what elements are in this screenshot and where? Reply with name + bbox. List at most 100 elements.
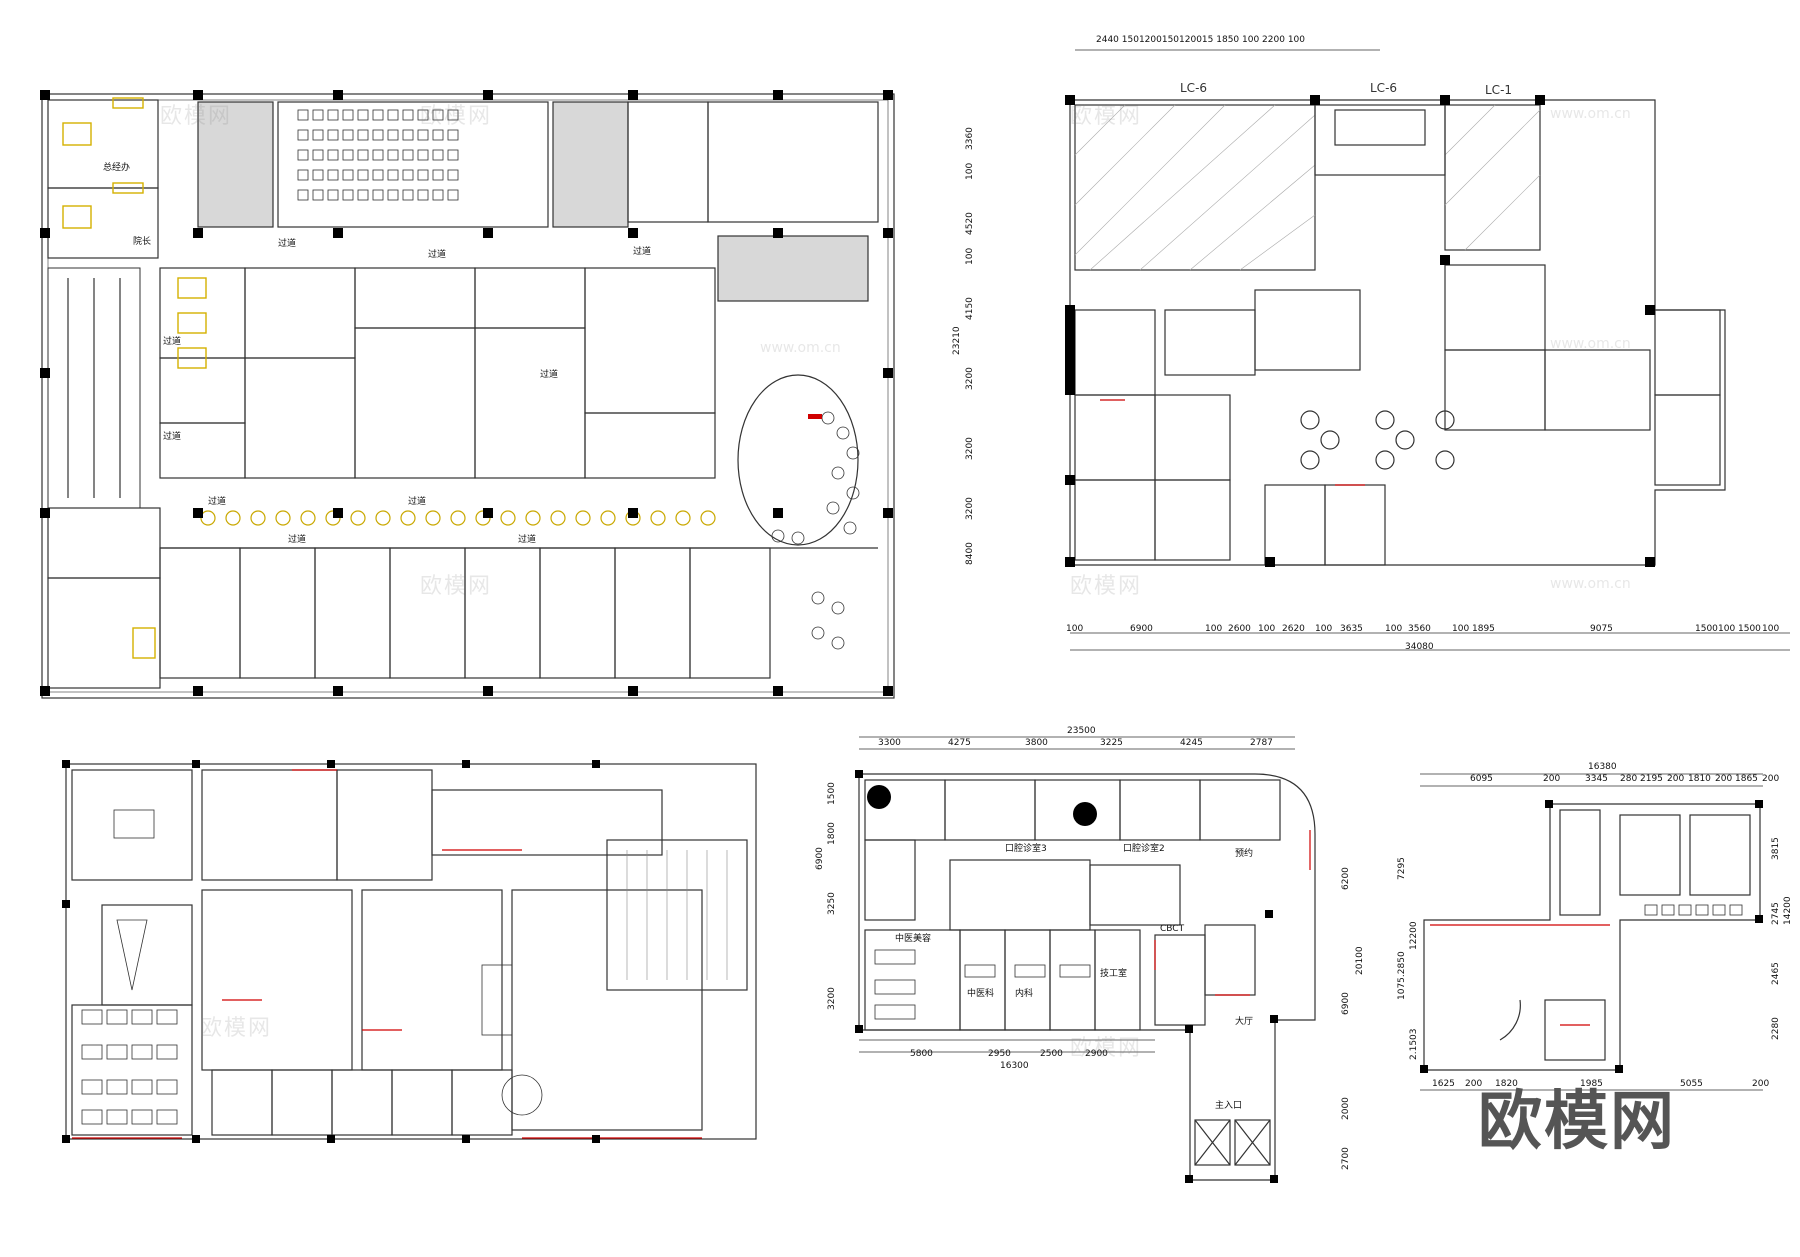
floor-plan-a: 总经办 院长 过道 过道 过道 过道 过道 过道 过道 过道 过道 过道 xyxy=(38,88,898,703)
plan-d-top-dim: 4245 xyxy=(1180,738,1203,748)
room-label: 大厅 xyxy=(1235,1017,1254,1027)
plan-e-top-dim: 200 xyxy=(1762,774,1780,784)
floor-plan-c-drawing xyxy=(62,760,757,1143)
plan-e-top-dim: 2195 xyxy=(1640,774,1663,784)
room-label: 口腔诊室2 xyxy=(1123,844,1165,854)
plan-e-top-dim: 1810 xyxy=(1688,774,1711,784)
watermark-text: 欧模网 xyxy=(420,574,493,599)
plan-b-left-dim: 4520 xyxy=(965,212,975,235)
plan-d-bottom-dim: 2950 xyxy=(988,1049,1011,1059)
plan-d-left-dim: 1500 xyxy=(827,782,837,805)
plan-e-left-dim: 12200 xyxy=(1409,921,1419,950)
floor-plan-e-drawing xyxy=(1420,800,1763,1073)
corridor-label: 过道 xyxy=(428,250,447,260)
room-label: 中医科 xyxy=(967,989,995,999)
plan-e-right-dim: 3815 xyxy=(1771,837,1781,860)
corridor-label: 过道 xyxy=(163,432,182,442)
plan-e-right-dim: 14200 xyxy=(1783,896,1793,925)
plan-b-left-dim: 3200 xyxy=(965,367,975,390)
plan-e-bottom-dim: 5055 xyxy=(1680,1079,1703,1089)
plan-b-left-dim: 3200 xyxy=(965,437,975,460)
plan-e-bottom-dim: 1820 xyxy=(1495,1079,1518,1089)
corridor-label: 过道 xyxy=(163,337,182,347)
plan-b-bottom-dim: 100 xyxy=(1762,624,1780,634)
corridor-label: 过道 xyxy=(278,239,297,249)
plan-d-right-dim: 2700 xyxy=(1341,1147,1351,1170)
plan-b-top-dims: 2440 1501200150120015 1850 100 2200 100 xyxy=(1096,35,1305,45)
plan-b-bottom-dim: 100 xyxy=(1718,624,1736,634)
plan-d-bottom-total: 16300 xyxy=(1000,1061,1029,1071)
plan-b-left-dim: 100 xyxy=(965,247,975,265)
plan-b-bottom-dim: 100 xyxy=(1258,624,1276,634)
room-label-gm-office: 总经办 xyxy=(103,163,131,173)
plan-e-top-dim: 280 xyxy=(1620,774,1638,784)
plan-d-bottom-dim: 2500 xyxy=(1040,1049,1063,1059)
plan-e-bottom-dim: 1985 xyxy=(1580,1079,1603,1089)
plan-e-top-dim: 200 xyxy=(1715,774,1733,784)
plan-b-bottom-dim: 6900 xyxy=(1130,624,1153,634)
watermark-url: www.om.cn xyxy=(1550,336,1631,352)
plan-b-left-dim-total: 23210 xyxy=(952,326,962,355)
watermark-text: 欧模网 xyxy=(1070,104,1143,129)
corridor-label: 过道 xyxy=(288,535,307,545)
plan-b-bottom-dim: 2600 xyxy=(1228,624,1251,634)
plan-e-left-dim: 1075.2850 xyxy=(1397,951,1407,1000)
plan-b-bottom-dim: 100 xyxy=(1385,624,1403,634)
watermark-url: www.om.cn xyxy=(1550,576,1631,592)
plan-e-right-dim: 2465 xyxy=(1771,962,1781,985)
brand-logo-text: 欧模网 xyxy=(1478,1085,1676,1159)
floor-plan-d-drawing xyxy=(855,770,1316,1183)
plan-b-bottom-dim: 100 xyxy=(1205,624,1223,634)
room-label: 主入口 xyxy=(1215,1101,1243,1111)
plan-d-right-dim: 20100 xyxy=(1355,946,1365,975)
room-label: 技工室 xyxy=(1100,969,1128,979)
plan-e-top-dim: 6095 xyxy=(1470,774,1493,784)
room-label: CBCT xyxy=(1160,924,1185,934)
plan-e-top-total: 16380 xyxy=(1588,762,1617,772)
plan-b-bottom-dim: 100 xyxy=(1066,624,1084,634)
plan-b-bottom-dim: 100 xyxy=(1452,624,1470,634)
corridor-label: 过道 xyxy=(408,497,427,507)
plan-e-top-dim: 1865 xyxy=(1735,774,1758,784)
plan-b-dimension-lines xyxy=(1070,49,1790,651)
floor-plan-a-drawing xyxy=(40,90,895,699)
plan-e-left-dim: 7295 xyxy=(1397,857,1407,880)
watermark-text: 欧模网 xyxy=(200,1016,273,1041)
plan-b-left-dim: 3360 xyxy=(965,127,975,150)
watermark-url: www.om.cn xyxy=(760,340,841,356)
plan-d-top-total: 23500 xyxy=(1067,726,1096,736)
plan-e-top-dim: 200 xyxy=(1543,774,1561,784)
plan-b-bottom-dim: 3560 xyxy=(1408,624,1431,634)
plan-b-left-dim: 4150 xyxy=(965,297,975,320)
plan-e-left-dim: 2.1503 xyxy=(1409,1028,1419,1061)
plan-b-bottom-dim: 1500 xyxy=(1695,624,1718,634)
floor-plan-b-drawing xyxy=(1065,95,1726,567)
corridor-label: 过道 xyxy=(518,535,537,545)
room-label: 预约 xyxy=(1235,849,1254,859)
plan-e-bottom-dim: 200 xyxy=(1465,1079,1483,1089)
plan-b-left-dim: 100 xyxy=(965,162,975,180)
plan-d-dimension-lines xyxy=(859,736,1295,1053)
window-tag-lc6: LC-6 xyxy=(1370,81,1398,95)
plan-e-top-dim: 3345 xyxy=(1585,774,1608,784)
plan-d-top-dim: 4275 xyxy=(948,738,971,748)
plan-d-left-dim: 3200 xyxy=(827,987,837,1010)
plan-e-bottom-dim: 200 xyxy=(1752,1079,1770,1089)
plan-d-left-dim: 3250 xyxy=(827,892,837,915)
plan-d-left-dim: 6900 xyxy=(815,847,825,870)
plan-d-top-dim: 2787 xyxy=(1250,738,1273,748)
corridor-label: 过道 xyxy=(208,497,227,507)
plan-e-dimension-lines xyxy=(1420,773,1763,1091)
floor-plan-e xyxy=(1420,800,1765,1080)
room-label: 内科 xyxy=(1015,989,1034,999)
plan-d-top-dim: 3800 xyxy=(1025,738,1048,748)
watermark-text: 欧模网 xyxy=(160,104,233,129)
watermark-text: 欧模网 xyxy=(1070,1036,1143,1061)
plan-b-bottom-dim: 2620 xyxy=(1282,624,1305,634)
plan-d-right-dim: 6900 xyxy=(1341,992,1351,1015)
watermark-url: www.om.cn xyxy=(1550,106,1631,122)
plan-d-right-dim: 6200 xyxy=(1341,867,1351,890)
corridor-label: 过道 xyxy=(633,247,652,257)
window-tag-lc1: LC-1 xyxy=(1485,83,1513,97)
